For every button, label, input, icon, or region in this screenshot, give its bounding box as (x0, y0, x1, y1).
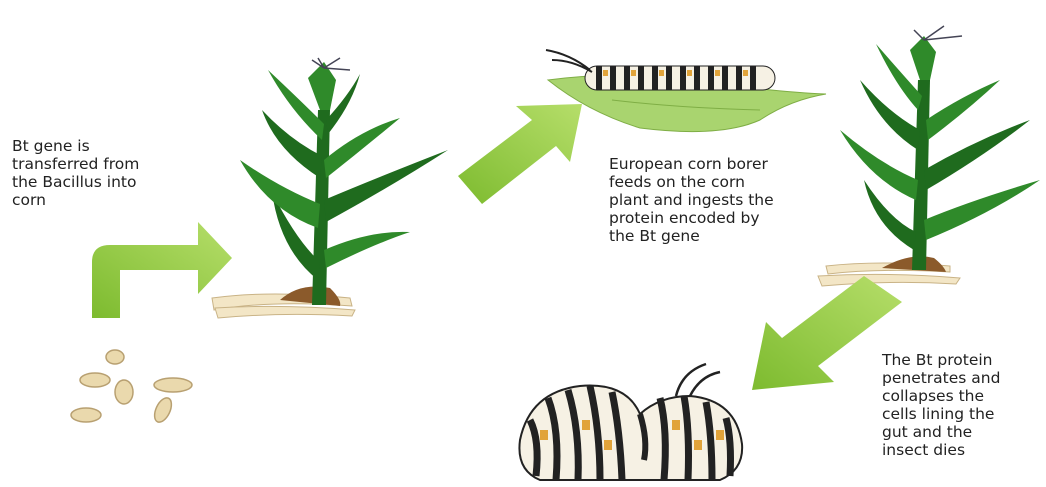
corn-plant-right (818, 26, 1040, 286)
leaf-with-caterpillar (546, 50, 826, 132)
caption-insect-dies: The Bt protein penetrates and collapses … (882, 351, 1042, 459)
corn-plant-left (212, 58, 448, 318)
curved-arrow-icon (92, 222, 232, 318)
bacillus-seeds (71, 350, 192, 425)
caption-gene-transfer: Bt gene is transferred from the Bacillus… (12, 137, 162, 209)
caption-corn-borer-feeds: European corn borer feeds on the corn pl… (609, 155, 849, 245)
arrow-down-left-icon (752, 276, 902, 390)
arrow-right-up-icon (458, 104, 582, 204)
caterpillar-dying (519, 364, 742, 480)
